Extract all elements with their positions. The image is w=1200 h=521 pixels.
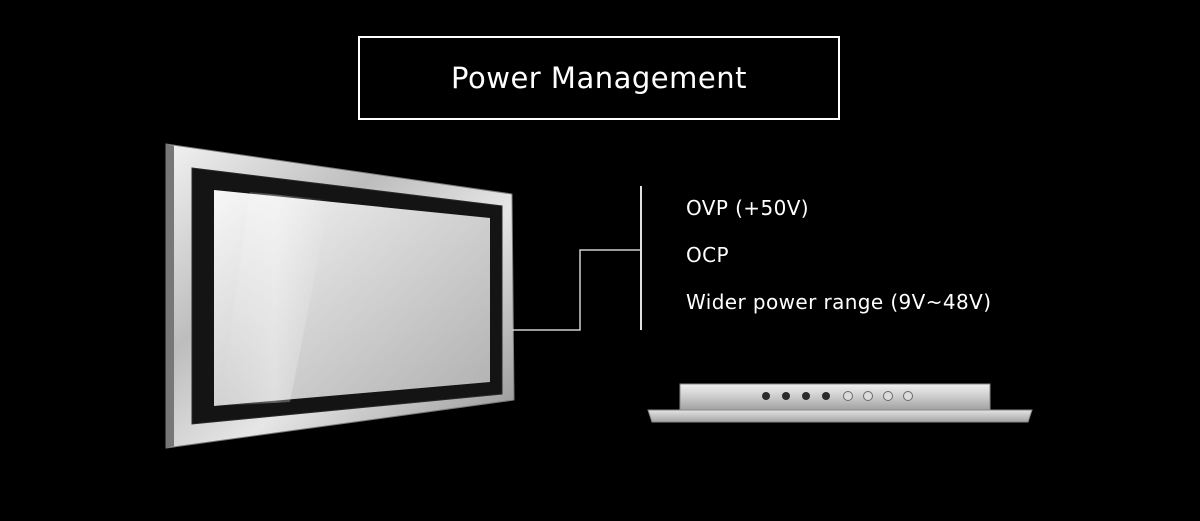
page-title: Power Management [451,61,747,95]
panel-pc-side-image [647,383,1033,423]
title-box: Power Management [358,36,840,120]
feature-power-range: Wider power range (9V~48V) [686,290,992,314]
port-icons [762,391,913,401]
feature-ocp: OCP [686,243,729,267]
feature-list: OVP (+50V) OCP Wider power range (9V~48V… [686,196,991,337]
feature-ovp: OVP (+50V) [686,196,809,220]
panel-pc-front-image [165,143,515,449]
